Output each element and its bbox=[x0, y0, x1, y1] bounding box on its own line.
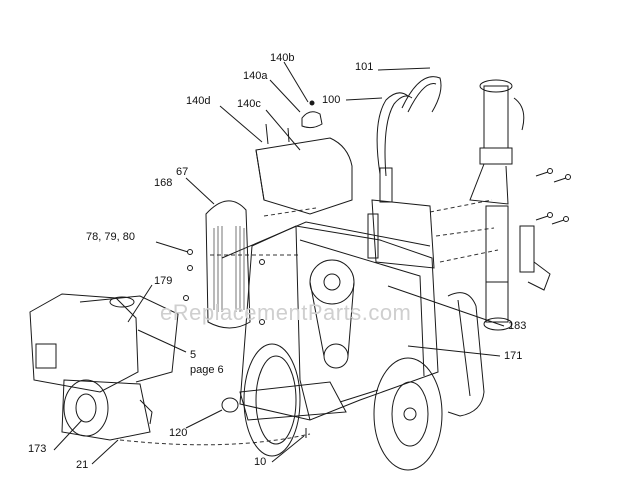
pump-foot bbox=[485, 281, 509, 323]
engine-base bbox=[61, 379, 151, 441]
part-67-belt-guard bbox=[205, 200, 251, 329]
leader-101 bbox=[377, 67, 431, 71]
fastener-78-1 bbox=[187, 249, 193, 255]
leader-179 bbox=[127, 284, 153, 323]
suction-tube bbox=[447, 292, 485, 417]
dash-cover bbox=[263, 207, 317, 217]
part-140a-knob bbox=[301, 111, 323, 129]
pump-lower bbox=[485, 205, 509, 283]
label-21: 21 bbox=[76, 459, 89, 471]
leader-140d bbox=[219, 105, 263, 143]
label-5: 5 bbox=[190, 349, 197, 361]
pulley-hub bbox=[323, 273, 341, 291]
engine-shaft bbox=[139, 399, 153, 425]
fastener-79 bbox=[183, 295, 189, 301]
dash-pump-3 bbox=[439, 249, 499, 263]
outlet-fitting bbox=[527, 261, 551, 291]
fastener-78-2 bbox=[187, 265, 193, 271]
label-78-79-80: 78, 79, 80 bbox=[86, 231, 135, 243]
fuel-tank bbox=[79, 295, 179, 383]
label-page-6: page 6 bbox=[190, 364, 224, 376]
part-120-plug bbox=[221, 397, 239, 413]
filter-housing bbox=[379, 167, 393, 203]
wheel-left-inner bbox=[255, 355, 297, 445]
pump-wire bbox=[513, 97, 525, 131]
label-140b: 140b bbox=[270, 52, 295, 64]
starter-hub bbox=[75, 393, 97, 423]
hose-101-inner bbox=[407, 83, 437, 113]
label-171: 171 bbox=[504, 350, 523, 362]
label-140a: 140a bbox=[243, 70, 268, 82]
guard-vents bbox=[213, 226, 245, 312]
leader-171 bbox=[407, 345, 501, 357]
pump-screws bbox=[535, 168, 571, 225]
tank-body bbox=[371, 199, 435, 269]
leader-140b bbox=[283, 61, 309, 103]
pump-cap bbox=[479, 79, 513, 93]
pulley-small bbox=[323, 343, 349, 369]
fastener-80-2 bbox=[259, 319, 265, 325]
cart-frame bbox=[239, 225, 439, 421]
leader-78 bbox=[155, 241, 189, 253]
engine-block bbox=[29, 293, 139, 393]
wheel-right-hub bbox=[391, 381, 429, 447]
hose-101 bbox=[401, 76, 442, 113]
axle bbox=[339, 389, 379, 403]
label-140c: 140c bbox=[237, 98, 261, 110]
dash-engine-frame bbox=[119, 433, 311, 446]
recoil-starter bbox=[63, 379, 109, 437]
label-183: 183 bbox=[508, 320, 527, 332]
leader-183 bbox=[387, 285, 505, 327]
air-cleaner bbox=[35, 343, 57, 369]
screw-140d-1 bbox=[265, 123, 269, 145]
label-173: 173 bbox=[28, 443, 47, 455]
part-140b-screw bbox=[309, 100, 315, 106]
label-10: 10 bbox=[254, 456, 267, 468]
dash-pump-1 bbox=[429, 199, 493, 213]
label-140d: 140d bbox=[186, 95, 211, 107]
label-179: 179 bbox=[154, 275, 173, 287]
fuel-cap bbox=[109, 296, 135, 308]
pump-inlet bbox=[483, 317, 513, 331]
label-120: 120 bbox=[169, 427, 188, 439]
wheel-left bbox=[243, 343, 301, 457]
drive-belt bbox=[309, 281, 355, 357]
hose-100 bbox=[376, 92, 409, 175]
part-140d-edge bbox=[255, 149, 265, 201]
leader-173 bbox=[53, 419, 83, 451]
leader-120 bbox=[185, 409, 223, 429]
pump-collar bbox=[479, 147, 513, 165]
leader-21 bbox=[91, 439, 119, 465]
handle-bar bbox=[221, 221, 431, 259]
pulley-large bbox=[309, 259, 355, 305]
cart-base bbox=[239, 381, 347, 421]
pressure-control bbox=[519, 225, 535, 273]
fastener-80-1 bbox=[259, 259, 265, 265]
hose-100-outer bbox=[384, 95, 413, 177]
leader-67 bbox=[185, 177, 215, 205]
pump-yoke bbox=[469, 163, 509, 205]
screw-140d-2 bbox=[287, 127, 290, 143]
leader-5 bbox=[137, 329, 187, 353]
frame-inner-edge bbox=[295, 225, 311, 421]
frame-panel bbox=[299, 239, 425, 377]
leader-140a bbox=[269, 79, 301, 113]
wheel-right-axle bbox=[403, 407, 417, 421]
leader-100 bbox=[345, 97, 383, 101]
watermark: eReplacementParts.com bbox=[160, 300, 412, 325]
dash-pump-2 bbox=[435, 227, 495, 237]
label-168: 168 bbox=[154, 177, 173, 189]
suction-tube-inner bbox=[457, 299, 471, 397]
pump-cylinder bbox=[483, 85, 509, 149]
part-140c-cover bbox=[255, 137, 353, 215]
label-100: 100 bbox=[322, 94, 341, 106]
valve-body bbox=[367, 213, 379, 259]
label-67: 67 bbox=[176, 166, 189, 178]
label-101: 101 bbox=[355, 61, 374, 73]
wheel-right bbox=[373, 357, 443, 471]
leader-10 bbox=[271, 435, 305, 463]
